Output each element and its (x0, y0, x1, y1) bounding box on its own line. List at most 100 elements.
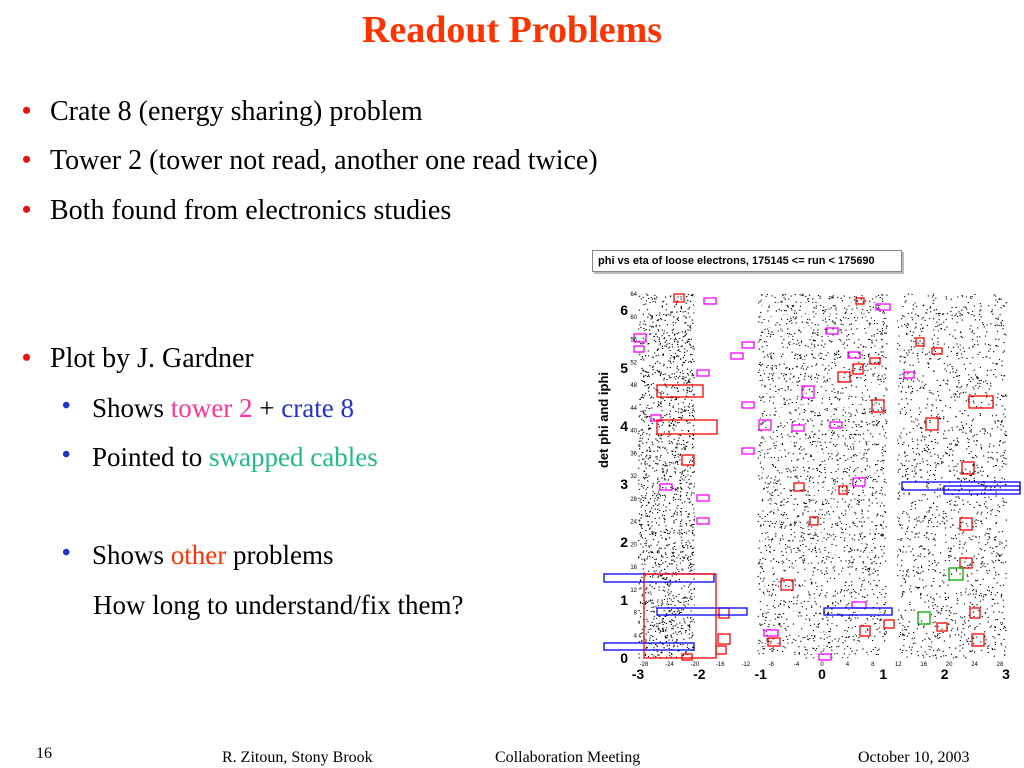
stripe-gap (760, 461, 884, 464)
iphi-tick-label: 60 (630, 315, 637, 321)
stripe-gap (760, 371, 884, 374)
iphi-tick-label: 36 (630, 451, 637, 457)
highlight-box (925, 417, 939, 431)
iphi-tick-label: 4 (634, 633, 638, 639)
highlight-box (915, 337, 925, 347)
footer-page-number: 16 (36, 745, 52, 762)
bullet-tower2: • Tower 2 (tower not read, another one r… (22, 147, 598, 175)
bullet-text: Plot by J. Gardner (50, 343, 254, 374)
highlight-box (673, 293, 685, 303)
ytick-label: 1 (620, 592, 628, 608)
highlight-box (741, 341, 755, 349)
highlight-box (903, 371, 915, 379)
ieta-tick-label: -12 (741, 662, 750, 668)
sub-bullet-dot: • (62, 540, 71, 566)
highlight-box (741, 447, 755, 455)
stripe-gap (760, 552, 884, 555)
sub-bullet-text: Pointed to swapped cables (92, 442, 378, 472)
plot-highlight-boxes (603, 293, 1021, 661)
highlight-box (852, 477, 866, 487)
sub-bullet-dot: • (62, 442, 71, 468)
bullet-electronics: • Both found from electronics studies (22, 197, 451, 225)
iphi-tick-label: 12 (630, 588, 637, 594)
ieta-tick-label: 20 (946, 662, 953, 668)
stripe-gap (760, 484, 884, 487)
plot-title: phi vs eta of loose electrons, 175145 <=… (592, 250, 902, 272)
xtick-label: 1 (879, 666, 887, 682)
highlight-box (959, 557, 973, 569)
plot-ylabel: det phi and iphi (596, 372, 611, 468)
highlight-box (855, 297, 865, 305)
highlight-box (875, 303, 891, 311)
highlight-box (717, 633, 731, 645)
highlight-box (809, 516, 819, 526)
xtick-label: -1 (754, 666, 767, 682)
stripe-gap (760, 416, 884, 419)
plot-scatter-points (638, 293, 1008, 659)
stripe-gap (760, 586, 884, 589)
highlight-box (883, 619, 895, 629)
xtick-label: 0 (818, 666, 826, 682)
stripe-gap (760, 325, 884, 328)
highlight-box (948, 567, 964, 581)
stripe-gap (760, 598, 884, 601)
iphi-tick-label: 40 (630, 429, 637, 435)
stripe-gap (760, 632, 884, 635)
iphi-tick-label: 8 (634, 611, 638, 617)
slide-title: Readout Problems (361, 9, 663, 51)
stripe-gap (760, 439, 884, 442)
ieta-tick-label: -20 (691, 662, 700, 668)
crate-box (943, 485, 1021, 495)
ieta-tick-label: -28 (640, 662, 649, 668)
iphi-tick-label: 28 (630, 497, 637, 503)
footer-date: October 10, 2003 (858, 749, 970, 766)
ieta-tick-label: -16 (716, 662, 725, 668)
highlight-box (837, 371, 851, 383)
ieta-tick-label: 16 (920, 662, 927, 668)
highlight-box (650, 414, 662, 422)
stripe-gap (760, 496, 884, 499)
highlight-box (931, 347, 943, 355)
bullet-text: Both found from electronics studies (50, 195, 452, 226)
xtick-label: 2 (941, 666, 949, 682)
highlight-box (959, 517, 973, 531)
bullet-plot-by: • Plot by J. Gardner (22, 345, 254, 373)
ieta-tick-label: -4 (794, 662, 800, 668)
highlight-box (763, 629, 779, 637)
highlight-box (681, 454, 695, 466)
ytick-label: 2 (620, 534, 628, 550)
highlight-box (968, 395, 994, 409)
ieta-tick-label: 4 (846, 662, 850, 668)
stripe-gap (760, 530, 884, 533)
ytick-label: 0 (620, 650, 628, 666)
bullet-dot: • (22, 96, 32, 125)
ieta-tick-label: 0 (820, 662, 824, 668)
sub-bullet-other: • Shows other problems (62, 540, 334, 571)
highlight-box (871, 399, 885, 413)
highlight-box (758, 419, 772, 431)
iphi-tick-label: 48 (630, 383, 637, 389)
stripe-gap (760, 655, 884, 658)
highlight-box (659, 483, 673, 491)
highlight-box (801, 385, 815, 399)
highlight-box (780, 579, 794, 591)
stripe-gap (760, 359, 884, 362)
highlight-box (730, 352, 744, 360)
bullet-dot: • (22, 195, 32, 224)
iphi-tick-label: 52 (630, 360, 637, 366)
stripe-gap (760, 337, 884, 340)
stripe-gap (760, 405, 884, 408)
stripe-gap (760, 348, 884, 351)
highlight-box (767, 637, 781, 647)
bullet-dot: • (22, 343, 32, 372)
iphi-tick-label: 16 (630, 565, 637, 571)
sub-bullet-dot: • (62, 393, 71, 419)
iphi-tick-label: 20 (630, 542, 637, 548)
ieta-tick-label: 28 (997, 662, 1004, 668)
tower-box (643, 573, 717, 659)
